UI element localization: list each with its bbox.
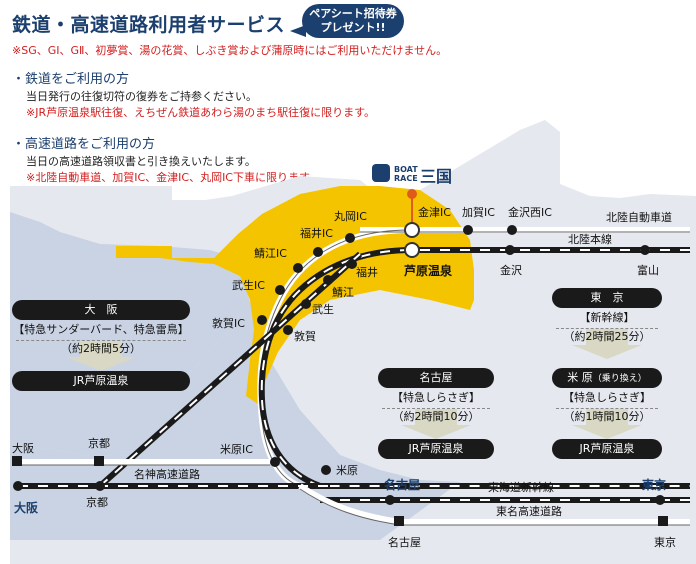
label-maibara: 米原: [336, 464, 358, 477]
railway-body: 当日発行の往復切符の復券をご持参ください。: [26, 90, 257, 103]
sea-area: [0, 186, 10, 564]
bay-area: [10, 212, 255, 456]
label-fukui: 福井: [356, 265, 378, 279]
label-hokuriku-line: 北陸本線: [568, 232, 612, 246]
page-title: 鉄道・高速道路利用者サービス: [12, 14, 286, 36]
route-tokyo-train: 【新幹線】: [579, 311, 635, 324]
boat-race-mikuni-logo: BOAT RACE 三国: [372, 164, 452, 186]
logo-boat: BOAT: [394, 165, 418, 174]
label-osaka-bottom: 大阪: [14, 500, 39, 515]
label-toyama: 富山: [637, 263, 659, 277]
route-nagoya-arrow: （約2時間10分）: [393, 409, 480, 439]
inland-area: [10, 296, 460, 540]
label-tomei-expressway: 東名高速道路: [496, 504, 562, 518]
route-osaka-dest: JR芦原温泉: [12, 371, 190, 391]
label-nagoya-bottom: 名古屋: [388, 535, 421, 549]
label-maruoka-ic: 丸岡IC: [334, 210, 367, 223]
route-maibara-arrow: （約1時間10分）: [564, 409, 651, 439]
route-tokyo-arrow: （約2時間25分）: [564, 329, 651, 359]
route-tokyo-origin: 東 京: [552, 288, 662, 308]
label-kanazawa-nishi-ic: 金沢西IC: [508, 205, 552, 219]
awara-onsen-marker: [404, 242, 420, 258]
label-hokuriku-expressway: 北陸自動車道: [606, 210, 672, 224]
route-maibara: 米 原（乗り換え） 【特急しらさぎ】 （約1時間10分） JR芦原温泉: [552, 368, 662, 459]
exclusion-notice: ※SG、GⅠ、GⅡ、初夢賞、湯の花賞、しぶき賞および蒲原時にはご利用いただけませ…: [12, 44, 448, 57]
label-tokaido-shinkansen: 東海道新幹線: [488, 480, 554, 494]
label-tokyo: 東京: [642, 477, 666, 492]
label-osaka-top: 大阪: [12, 441, 34, 455]
label-sabae-ic: 鯖江IC: [254, 246, 287, 260]
route-maibara-train: 【特急しらさぎ】: [563, 391, 651, 404]
station-squares: [12, 456, 668, 526]
label-kaga-ic: 加賀IC: [462, 206, 495, 219]
route-osaka: 大 阪 【特急サンダーバード、特急雷鳥】 （約2時間5分） JR芦原温泉: [12, 300, 190, 391]
route-nagoya-train: 【特急しらさぎ】: [392, 391, 480, 404]
label-fukui-ic: 福井IC: [300, 226, 333, 240]
label-takefu-ic: 武生IC: [232, 278, 265, 292]
badge-line1: ペアシート招待券: [309, 7, 397, 20]
route-maibara-time: （約1時間10分）: [563, 410, 651, 423]
route-osaka-time: （約2時間5分）: [61, 342, 141, 355]
railway-note: ※JR芦原温泉駅往復、えちぜん鉄道あわら湯のまち駅往復に限ります。: [26, 106, 376, 119]
route-osaka-arrow: （約2時間5分）: [61, 341, 141, 371]
label-maibara-ic: 米原IC: [220, 443, 253, 456]
badge-tail: [290, 25, 306, 37]
highway-heading: ・高速道路をご利用の方: [12, 137, 156, 152]
label-tsuruga: 敦賀: [294, 329, 316, 343]
label-kanazu-ic: 金津IC: [418, 205, 451, 219]
highway-note: ※北陸自動車道、加賀IC、金津IC、丸岡IC下車に限ります。: [26, 171, 320, 184]
route-maibara-dest: JR芦原温泉: [552, 439, 662, 459]
route-nagoya-dest: JR芦原温泉: [378, 439, 494, 459]
label-kyoto-top: 京都: [88, 436, 110, 450]
label-kanazawa: 金沢: [500, 263, 522, 277]
highway-body: 当日の高速道路領収書と引き換えいたします。: [26, 155, 256, 168]
railway-heading: ・鉄道をご利用の方: [12, 72, 130, 87]
label-kyoto-bottom: 京都: [86, 495, 108, 509]
pair-seat-badge: ペアシート招待券 プレゼント!!: [302, 4, 404, 38]
route-osaka-train: 【特急サンダーバード、特急雷鳥】: [13, 323, 189, 336]
route-nagoya: 名古屋 【特急しらさぎ】 （約2時間10分） JR芦原温泉: [378, 368, 494, 459]
boat-race-pin-icon: [407, 189, 417, 199]
label-tsuruga-ic: 敦賀IC: [212, 316, 245, 330]
route-maibara-origin-name: 米 原: [567, 371, 593, 384]
route-tokyo-time: （約2時間25分）: [563, 330, 651, 343]
label-awara-onsen: 芦原温泉: [404, 263, 453, 278]
route-nagoya-origin: 名古屋: [378, 368, 494, 388]
label-nagoya: 名古屋: [384, 477, 420, 492]
route-maibara-origin: 米 原（乗り換え）: [552, 368, 662, 388]
label-takefu: 武生: [312, 302, 334, 316]
label-sabae: 鯖江: [332, 285, 354, 299]
logo-race: RACE: [394, 174, 418, 183]
kanazu-ic-marker: [404, 222, 420, 238]
badge-line2: プレゼント!!: [320, 21, 386, 34]
route-osaka-origin: 大 阪: [12, 300, 190, 320]
route-tokyo: 東 京 【新幹線】 （約2時間25分）: [552, 288, 662, 359]
kosei-line-rail: [98, 251, 362, 489]
logo-mikuni: 三国: [420, 167, 452, 186]
route-maibara-origin-note: （乗り換え）: [592, 374, 647, 384]
label-tokyo-bottom: 東京: [654, 535, 676, 549]
route-nagoya-time: （約2時間10分）: [392, 410, 480, 423]
label-meishin-expressway: 名神高速道路: [134, 467, 200, 481]
